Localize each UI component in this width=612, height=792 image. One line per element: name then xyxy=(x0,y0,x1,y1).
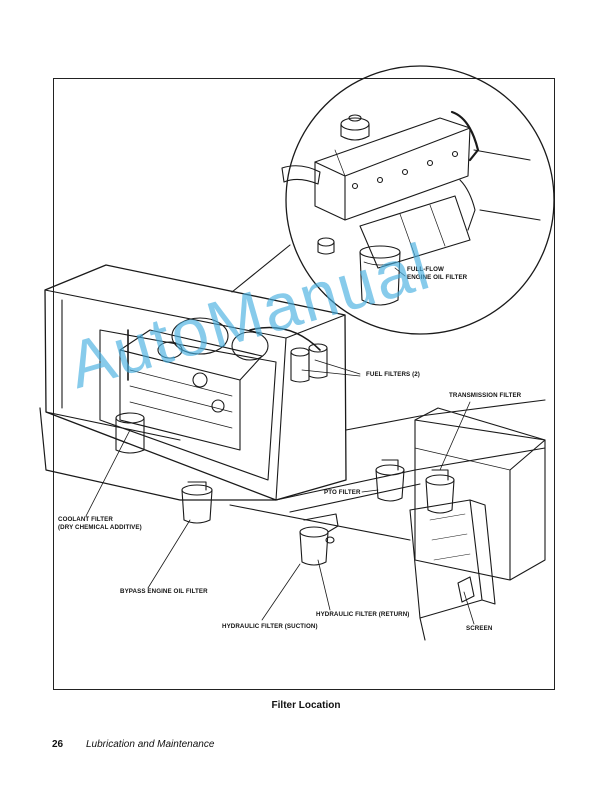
loose-filters xyxy=(299,459,455,566)
frame-rails xyxy=(229,399,546,541)
label-coolant-filter: COOLANT FILTER (DRY CHEMICAL ADDITIVE) xyxy=(58,516,142,531)
page-number: 26 xyxy=(52,739,64,750)
transmission-housing xyxy=(414,407,546,581)
label-bypass-filter: BYPASS ENGINE OIL FILTER xyxy=(120,588,208,595)
figure-caption: Filter Location xyxy=(271,700,341,711)
engine-block xyxy=(115,317,328,524)
label-full-flow-filter: FULL-FLOW ENGINE OIL FILTER xyxy=(407,266,468,281)
label-screen: SCREEN xyxy=(466,625,493,632)
figure-frame xyxy=(53,78,555,690)
engine-enclosure xyxy=(39,264,347,501)
label-transmission-filter: TRANSMISSION FILTER xyxy=(449,392,522,399)
label-pto-filter: PTO FILTER xyxy=(324,489,361,496)
inset-detail xyxy=(231,65,555,335)
leader-lines xyxy=(85,267,475,625)
hydraulic-tank xyxy=(409,499,496,641)
label-hydraulic-return: HYDRAULIC FILTER (RETURN) xyxy=(316,611,410,618)
section-title: Lubrication and Maintenance xyxy=(86,739,215,750)
label-fuel-filters: FUEL FILTERS (2) xyxy=(366,371,420,378)
label-hydraulic-suction: HYDRAULIC FILTER (SUCTION) xyxy=(222,623,318,630)
